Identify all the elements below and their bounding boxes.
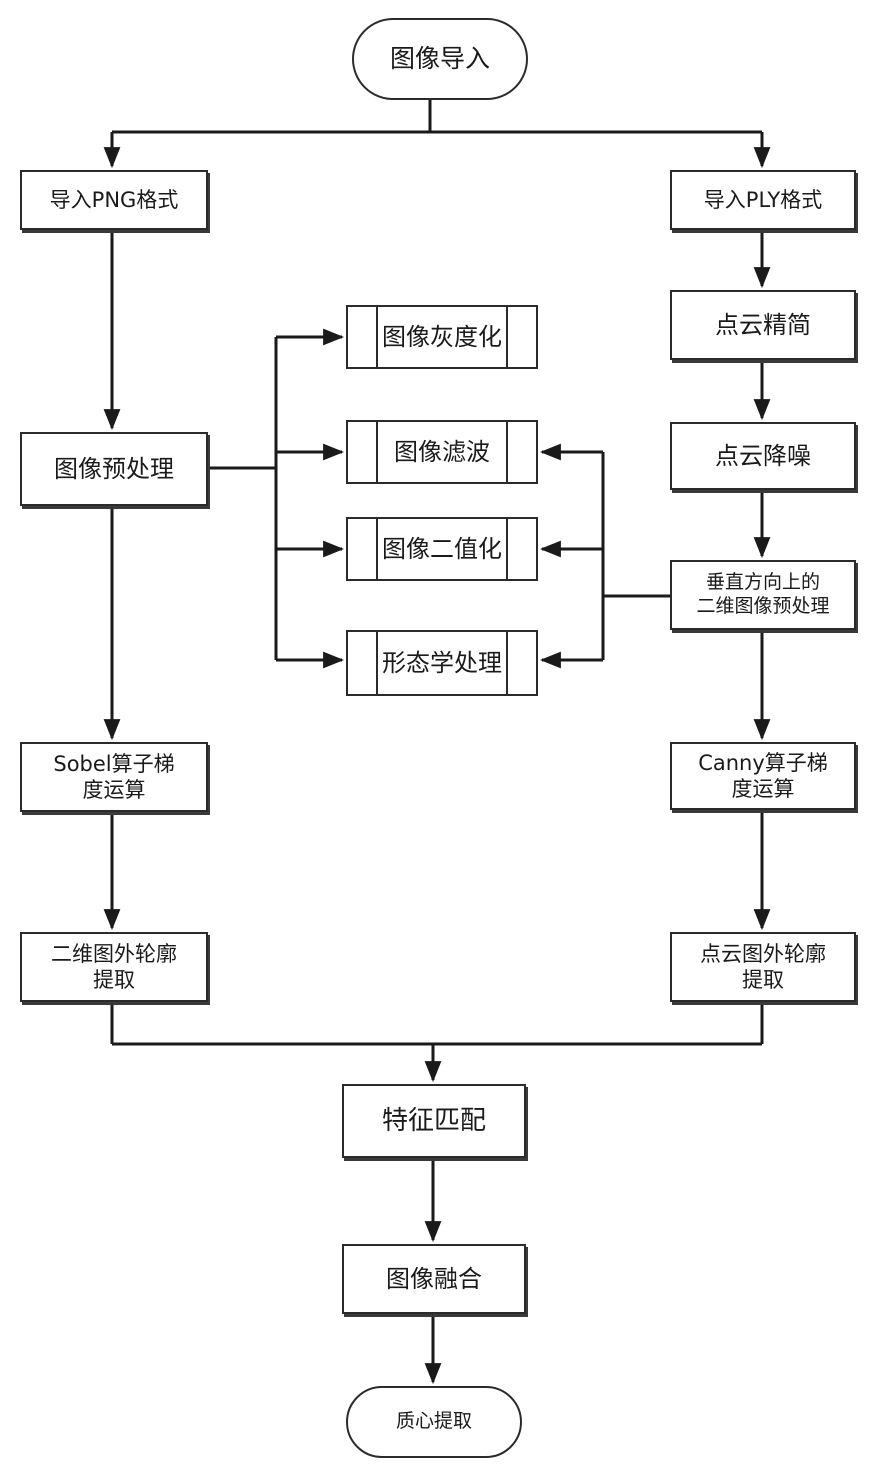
filter-box: 图像滤波 — [346, 420, 538, 484]
canny-line2: 度运算 — [731, 777, 795, 801]
feature-match-label: 特征匹配 — [381, 1105, 486, 1136]
vertical-preprocess-line1: 垂直方向上的 — [705, 571, 820, 594]
simplify-box: 点云精简 — [670, 290, 856, 360]
filter-label: 图像滤波 — [394, 438, 490, 466]
denoise-box: 点云降噪 — [670, 422, 856, 490]
sobel-line2: 度运算 — [82, 778, 146, 802]
contour-2d-line2: 提取 — [93, 968, 135, 992]
end-label: 质心提取 — [395, 1410, 472, 1433]
gray-label: 图像灰度化 — [382, 323, 502, 351]
png-import-box: 导入PNG格式 — [20, 170, 208, 230]
contour-pc-line2: 提取 — [742, 968, 784, 992]
simplify-label: 点云精简 — [715, 311, 811, 339]
gray-box: 图像灰度化 — [346, 305, 538, 369]
feature-match-box: 特征匹配 — [342, 1084, 526, 1158]
vertical-preprocess-line2: 二维图像预处理 — [696, 595, 830, 617]
ply-import-box: 导入PLY格式 — [670, 170, 856, 230]
sobel-line1: Sobel算子梯 — [53, 751, 175, 776]
binary-label: 图像二值化 — [382, 535, 502, 563]
contour-2d-box: 二维图外轮廓 提取 — [20, 932, 208, 1002]
denoise-label: 点云降噪 — [715, 442, 811, 470]
end-node: 质心提取 — [346, 1386, 522, 1458]
canny-line1: Canny算子梯 — [698, 750, 828, 775]
preprocess-box: 图像预处理 — [20, 432, 208, 506]
preprocess-label: 图像预处理 — [54, 455, 174, 483]
contour-pc-box: 点云图外轮廓 提取 — [670, 932, 856, 1002]
binary-box: 图像二值化 — [346, 517, 538, 581]
morph-label: 形态学处理 — [382, 649, 502, 677]
start-node: 图像导入 — [352, 18, 528, 100]
contour-2d-line1: 二维图外轮廓 — [51, 941, 177, 966]
start-label: 图像导入 — [389, 44, 490, 74]
canny-box: Canny算子梯 度运算 — [670, 742, 856, 810]
sobel-box: Sobel算子梯 度运算 — [20, 742, 208, 812]
contour-pc-line1: 点云图外轮廓 — [700, 941, 826, 966]
morph-box: 形态学处理 — [346, 630, 538, 696]
ply-import-label: 导入PLY格式 — [703, 187, 823, 212]
png-import-label: 导入PNG格式 — [49, 187, 179, 212]
image-fusion-label: 图像融合 — [386, 1265, 482, 1293]
image-fusion-box: 图像融合 — [342, 1244, 526, 1314]
vertical-preprocess-box: 垂直方向上的 二维图像预处理 — [670, 560, 856, 630]
